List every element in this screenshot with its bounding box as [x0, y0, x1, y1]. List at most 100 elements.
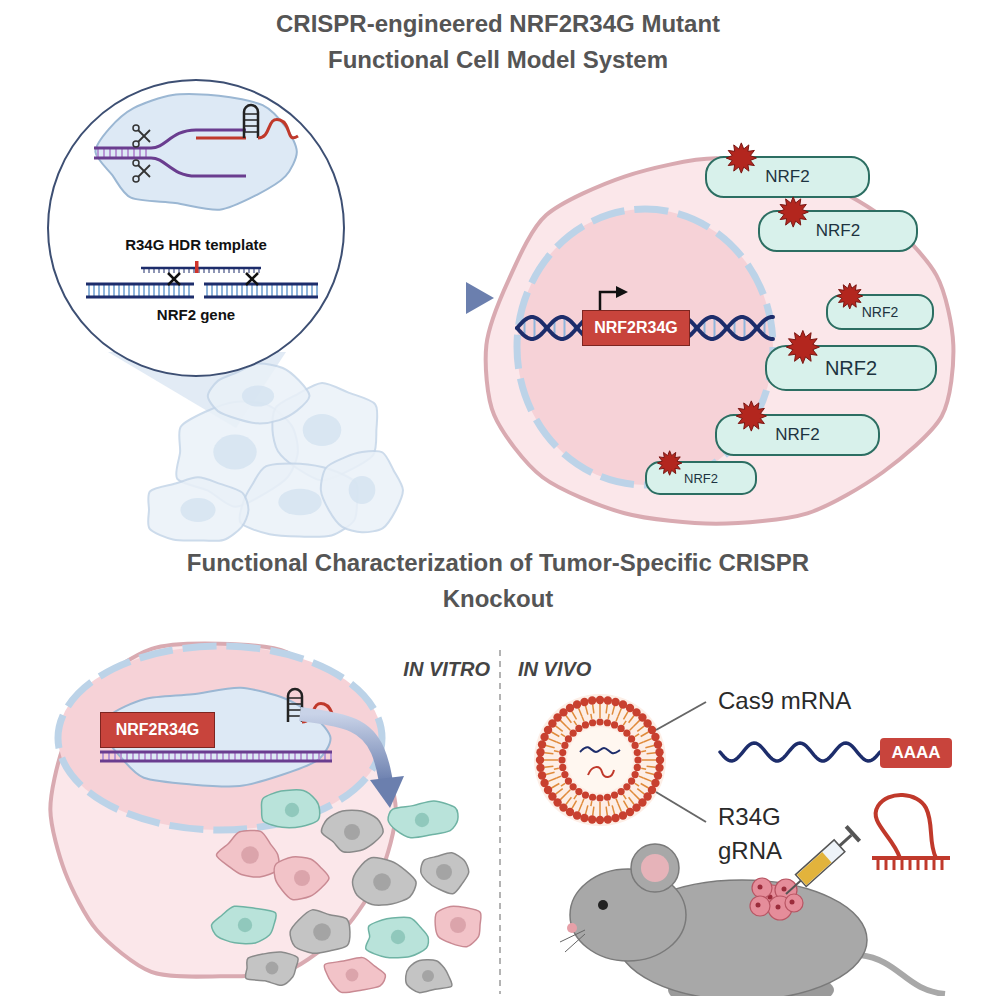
flow-arrow	[388, 291, 470, 305]
lipid-tail	[548, 778, 556, 781]
gene-dna-rung	[256, 284, 258, 297]
lipid-tail	[561, 734, 565, 737]
gene-dna-rung	[266, 284, 268, 297]
gene-dna-rung	[261, 284, 263, 297]
tumor-dot	[756, 903, 761, 908]
protein-pill: NRF2	[705, 156, 870, 198]
hdr-base	[224, 268, 225, 273]
lipid-tail	[553, 759, 558, 761]
lipid-tail	[567, 727, 571, 731]
lipid-tail	[560, 793, 566, 799]
lipid-head	[580, 814, 588, 822]
mouse-eye	[598, 900, 608, 910]
lipid-tail	[557, 776, 562, 778]
lipid-head	[618, 788, 625, 795]
cell-nucleus	[242, 386, 274, 407]
guide-rna-tail	[302, 704, 342, 722]
cell-nucleus	[266, 962, 279, 975]
gene-dna-rung	[183, 284, 185, 297]
cell-outline	[321, 810, 383, 852]
lipid-head	[588, 815, 596, 823]
tumor-cell	[785, 894, 803, 912]
lipid-tail	[642, 759, 647, 761]
lipid-tail	[579, 708, 582, 716]
lipid-tail	[607, 714, 609, 719]
process-arrow	[300, 714, 386, 782]
cell-outline	[261, 790, 319, 828]
cell-membrane	[486, 158, 954, 523]
lipid-tail	[643, 739, 651, 742]
lipid-tail	[606, 807, 607, 816]
gene-dna-rung	[108, 284, 110, 297]
hdr-base	[184, 268, 185, 273]
gene-dna-rung	[118, 284, 120, 297]
lipid-tail	[572, 801, 577, 809]
scissors-handle	[133, 141, 139, 147]
leader-line	[656, 792, 706, 822]
hdr-base	[234, 268, 235, 273]
cell-outline	[421, 853, 469, 894]
lipid-tail	[637, 726, 644, 731]
lipid-tail	[546, 772, 555, 774]
gene-dna-rung	[173, 284, 175, 297]
syringe-cap	[845, 825, 861, 843]
hdr-base	[144, 268, 145, 273]
cell-nucleus	[346, 969, 359, 982]
lipid-tail	[612, 805, 614, 814]
lipid-head	[561, 742, 568, 749]
lipid-head	[575, 788, 582, 795]
lipid-head	[634, 756, 641, 763]
lipid-tail	[606, 704, 607, 713]
hdr-base	[174, 268, 175, 273]
gene-dna-rung	[178, 284, 180, 297]
cell-nucleus	[285, 803, 299, 817]
tumor-cell	[750, 896, 770, 916]
cell-nucleus	[436, 864, 452, 880]
gene-dna-rung	[216, 284, 218, 297]
hdr-base	[254, 268, 255, 273]
hdr-base	[259, 268, 260, 273]
guide-rna-tail	[258, 120, 298, 138]
guide-pairing	[196, 137, 246, 140]
lipid-tail	[639, 776, 644, 778]
hdr-base	[244, 268, 245, 273]
gene-dna-rung	[88, 284, 90, 297]
gene-dna-rung	[168, 284, 170, 297]
lipid-tail	[548, 739, 556, 742]
lipid-tail	[607, 801, 609, 806]
scissors-blade	[138, 130, 150, 142]
lipid-head	[596, 794, 603, 801]
gene-dna-rung	[128, 284, 130, 297]
cell-nucleus	[415, 813, 429, 827]
lipid-head	[538, 740, 546, 748]
lipid-head	[634, 764, 641, 771]
cell-outline	[148, 477, 248, 541]
protein-label: NRF2	[862, 304, 899, 320]
grna-base	[885, 858, 888, 870]
lipid-head	[536, 764, 544, 772]
gene-dna-rung	[246, 284, 248, 297]
lipid-head	[582, 721, 589, 728]
lipid-tail	[647, 759, 656, 761]
lipid-head	[580, 698, 588, 706]
grna-base	[909, 858, 912, 870]
lipid-tail	[641, 784, 649, 789]
guide-rna-rung	[288, 703, 302, 705]
gene-dna-rung	[221, 284, 223, 297]
scissors-handle	[133, 125, 139, 131]
lipid-tail	[544, 766, 553, 767]
lipid-tail	[582, 717, 584, 722]
lipid-head	[596, 718, 603, 725]
lipid-tail	[641, 767, 646, 769]
hdr-base	[194, 268, 195, 273]
lipid-tail	[544, 753, 553, 754]
lipid-head	[604, 719, 611, 726]
cell-outline	[388, 801, 458, 838]
lipid-head	[558, 756, 565, 763]
lipid-head	[656, 756, 664, 764]
gene-dna-strand	[204, 283, 318, 286]
lipid-tail	[556, 789, 563, 794]
gene-label: NRF2R34G	[116, 721, 200, 739]
lipid-tail	[645, 772, 654, 774]
